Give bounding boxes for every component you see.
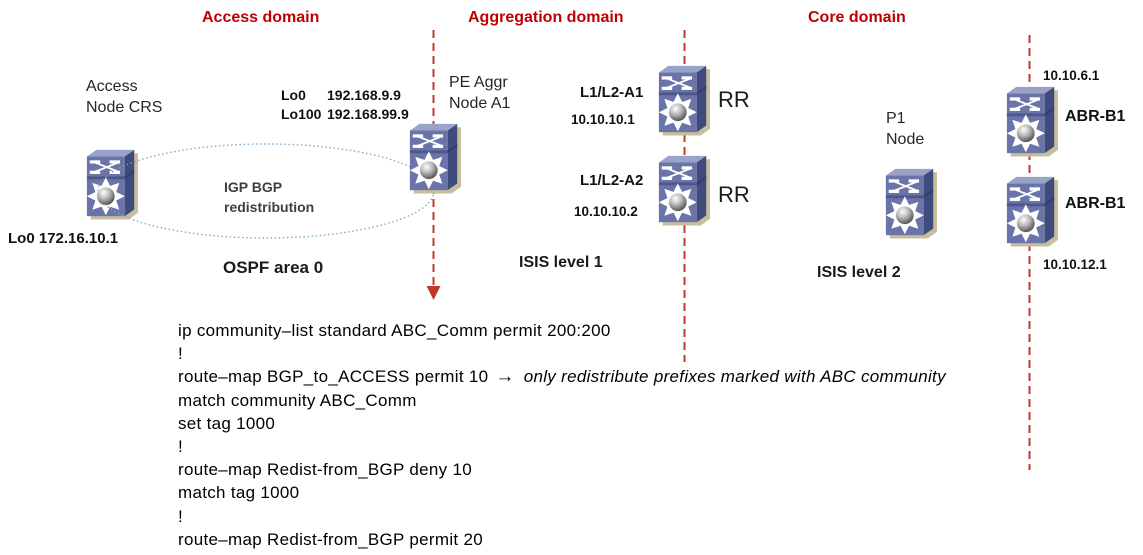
config-line-4: match community ABC_Comm: [178, 390, 417, 410]
right-arrow-icon: →: [495, 366, 515, 388]
abr-b1-bottom-name-label: ABR-B1: [1065, 195, 1126, 212]
core-domain-heading: Core domain: [808, 9, 906, 26]
config-route-map-command: route–map BGP_to_ACCESS permit 10: [178, 367, 489, 387]
access-domain-heading: Access domain: [202, 9, 320, 26]
config-line-6: !: [178, 437, 184, 457]
access-node-name-line2: Node CRS: [86, 99, 163, 116]
aggregation-domain-heading: Aggregation domain: [468, 9, 624, 26]
pe-loopback-row: Lo0 192.168.9.9: [281, 86, 409, 105]
l1l2-a2-rr-label: RR: [718, 182, 750, 207]
l1l2-a1-rr-label: RR: [718, 87, 750, 112]
config-route-map-comment: only redistribute prefixes marked with A…: [523, 367, 946, 387]
boundary-arrowhead-icon: [426, 286, 441, 300]
igp-bgp-line2: redistribution: [224, 199, 315, 215]
router-icon-p1-node: [884, 166, 937, 240]
config-line-9: !: [178, 506, 184, 526]
config-snippet: ip community–list standard ABC_Comm perm…: [178, 319, 946, 551]
config-line-2: !: [178, 344, 184, 364]
config-line-1: ip community–list standard ABC_Comm perm…: [178, 321, 611, 340]
l1l2-a1-ip-label: 10.10.10.1: [571, 112, 635, 127]
pe-lo100-ip: 192.168.99.9: [327, 106, 409, 122]
router-icon-l1l2-a2: [657, 153, 710, 227]
config-line-8: match tag 1000: [178, 483, 300, 503]
l1l2-a1-name-label: L1/L2-A1: [580, 84, 644, 101]
p1-node-name-label: P1 Node: [886, 108, 924, 150]
pe-aggr-name-label: PE Aggr Node A1: [449, 72, 510, 114]
pe-lo0-ip: 192.168.9.9: [327, 87, 401, 103]
config-line-3: route–map BGP_to_ACCESS permit 10 → only r…: [178, 365, 946, 388]
igp-bgp-line1: IGP BGP: [224, 179, 283, 195]
p1-name-line1: P1: [886, 110, 906, 127]
pe-aggr-name-line1: PE Aggr: [449, 74, 508, 91]
abr-b1-top-name-label: ABR-B1: [1065, 108, 1126, 125]
config-line-5: set tag 1000: [178, 413, 276, 433]
igp-bgp-redistribution-label: IGP BGP redistribution: [224, 177, 314, 217]
l1l2-a2-ip-label: 10.10.10.2: [574, 204, 638, 219]
pe-loopback-row: Lo100 192.168.99.9: [281, 105, 409, 124]
router-icon-access-node-crs: [85, 147, 138, 221]
router-icon-pe-aggr-node-a1: [408, 121, 461, 195]
config-line-7: route–map Redist-from_BGP deny 10: [178, 460, 473, 480]
access-node-name-line1: Access: [86, 78, 138, 95]
pe-aggr-name-line2: Node A1: [449, 95, 511, 112]
isis-level1-label: ISIS level 1: [519, 254, 603, 271]
router-icon-abr-b1-bottom: [1005, 174, 1058, 248]
pe-lo100-interface: Lo100: [281, 106, 322, 122]
router-icon-abr-b1-top: [1005, 84, 1058, 158]
isis-level2-label: ISIS level 2: [817, 264, 901, 281]
l1l2-a2-name-label: L1/L2-A2: [580, 172, 644, 189]
pe-loopback-table: Lo0 192.168.9.9 Lo100 192.168.99.9: [281, 86, 409, 124]
access-node-loopback-label: Lo0 172.16.10.1: [8, 230, 119, 247]
abr-b1-bottom-ip-label: 10.10.12.1: [1043, 257, 1107, 272]
router-icon-l1l2-a1: [657, 63, 710, 137]
config-line-10: route–map Redist-from_BGP permit 20: [178, 529, 483, 549]
ospf-area-label: OSPF area 0: [223, 258, 324, 277]
abr-b1-top-ip-label: 10.10.6.1: [1043, 68, 1100, 83]
p1-name-line2: Node: [886, 131, 925, 148]
access-node-name-label: Access Node CRS: [86, 76, 162, 118]
pe-lo0-interface: Lo0: [281, 87, 306, 103]
